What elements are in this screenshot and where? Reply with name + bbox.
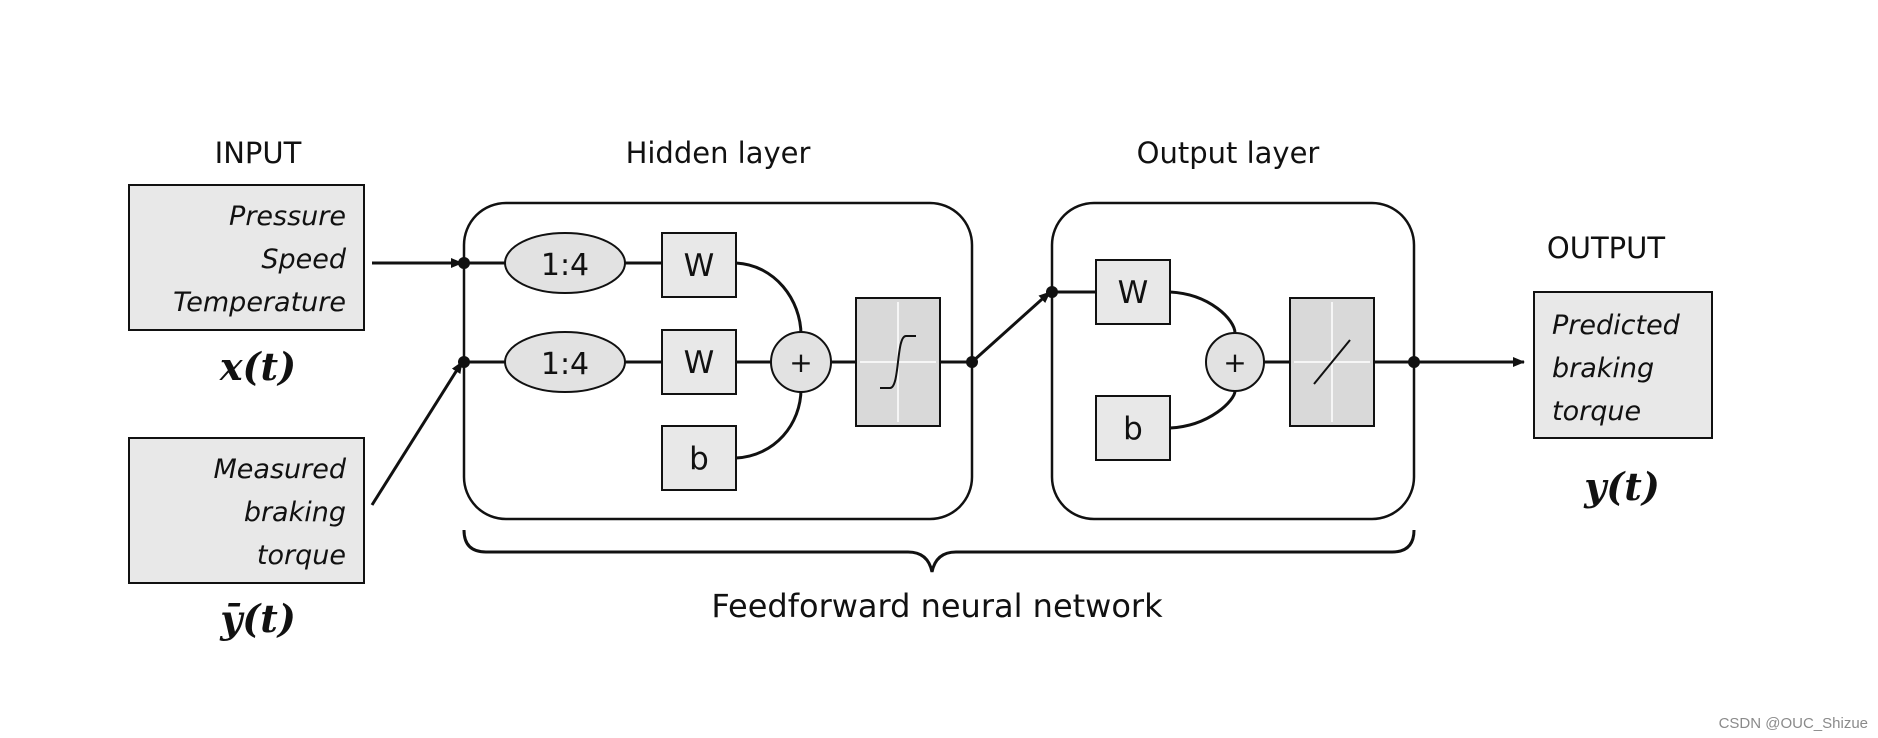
output-weight-label: W [1118, 275, 1149, 311]
output-box: Predicted braking torque [1533, 291, 1713, 439]
delay-block-2: 1:4 [504, 331, 626, 393]
wire-bias-to-sum [735, 388, 803, 460]
output-sum-node: + [1205, 332, 1265, 392]
input-heading: INPUT [215, 136, 302, 170]
output-heading: OUTPUT [1547, 231, 1665, 265]
hidden-bias: b [661, 425, 737, 491]
hidden-weight-2-label: W [684, 345, 715, 381]
output-bias-label: b [1123, 411, 1143, 447]
hidden-sum-node: + [770, 331, 832, 393]
output-bias: b [1095, 395, 1171, 461]
feedforward-brace [462, 529, 1416, 573]
input-label-measured: Measured [214, 454, 347, 485]
output-weight: W [1095, 259, 1171, 325]
hidden-weight-2: W [661, 329, 737, 395]
sigmoid-icon [855, 297, 941, 427]
output-sum-label: + [1223, 346, 1246, 379]
wire-output-w-to-sum [1169, 290, 1237, 334]
hidden-weight-1: W [661, 232, 737, 298]
hidden-bias-label: b [689, 441, 709, 477]
delay-block-1: 1:4 [504, 232, 626, 294]
input-label-pressure: Pressure [229, 201, 346, 232]
watermark: CSDN @OUC_Shizue [1719, 715, 1868, 732]
output-layer-heading: Output layer [1137, 136, 1320, 170]
wire-output-b-to-sum [1169, 390, 1237, 430]
output-label-braking: braking [1552, 353, 1654, 384]
delay-label-2: 1:4 [541, 347, 589, 382]
input-label-temperature: Temperature [173, 287, 346, 318]
linear-icon [1289, 297, 1375, 427]
delay-label-1: 1:4 [541, 248, 589, 283]
hidden-weight-1-label: W [684, 248, 715, 284]
input-label-speed: Speed [261, 244, 347, 275]
hidden-layer-heading: Hidden layer [626, 136, 811, 170]
input-box-sensors: Pressure Speed Temperature [128, 184, 365, 331]
arrow-ybar-to-hidden [370, 361, 464, 506]
hidden-sum-label: + [789, 346, 812, 379]
input-symbol-x: x(t) [219, 344, 296, 389]
input-symbol-ybar: ȳ(t) [219, 596, 296, 641]
output-symbol-y: y(t) [1583, 464, 1660, 509]
arrow-hidden-to-output [970, 290, 1052, 364]
wire-w1-to-sum [735, 261, 803, 336]
input-label-torque: torque [257, 540, 346, 571]
output-label-torque: torque [1552, 396, 1641, 427]
feedforward-caption: Feedforward neural network [711, 587, 1163, 625]
output-label-predicted: Predicted [1552, 310, 1681, 341]
input-label-braking: braking [244, 497, 346, 528]
input-box-measured-torque: Measured braking torque [128, 437, 365, 584]
